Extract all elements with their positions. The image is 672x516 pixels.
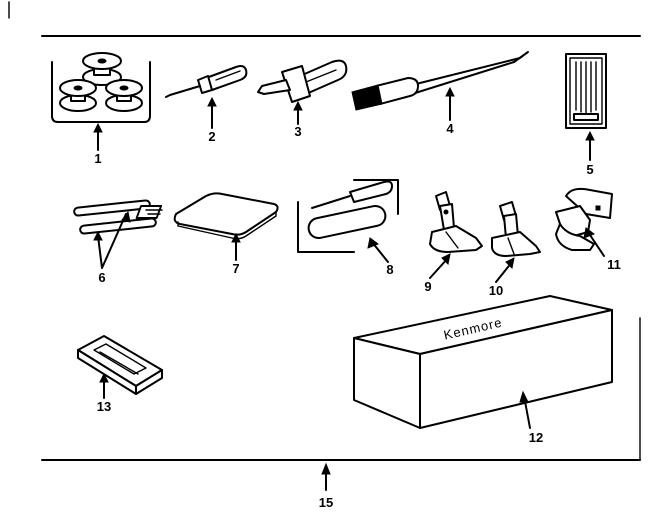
leader-arrow-15 [321,462,331,475]
part-number-3: 3 [294,124,301,139]
part-number-9: 9 [424,279,431,294]
part-number-4: 4 [446,121,454,136]
leader-arrow-5 [585,130,595,141]
presser-foot-10 [491,201,541,257]
lint-brush [351,51,529,111]
throat-plate [135,192,279,240]
bobbins-tray [51,52,151,123]
tray-part [77,335,163,395]
seam-ripper-card [297,179,399,253]
part-number-1: 1 [94,151,101,166]
leader-arrow-7 [231,232,241,243]
part-number-12: 12 [529,430,543,445]
part-number-2: 2 [208,129,215,144]
part-number-5: 5 [586,162,593,177]
presser-foot-9 [429,191,483,253]
part-number-8: 8 [386,262,393,277]
part-number-11: 11 [607,257,621,272]
part-number-13: 13 [97,399,111,414]
leader-arrow-3 [293,100,303,111]
leader-arrow-12 [519,390,529,403]
leader-arrow-8 [367,237,380,249]
part-number-10: 10 [489,283,503,298]
leader-arrow-4 [445,86,455,97]
leader-arrow-6b [121,210,131,223]
small-screwdriver [165,65,248,98]
leader-arrow-2 [207,96,217,107]
leader-line-11 [587,231,605,257]
part-number-7: 7 [232,261,239,276]
leader-arrow-10 [505,257,515,270]
leader-arrow-6a [93,230,103,241]
part-number-15: 15 [319,495,333,510]
leader-arrow-13 [99,372,109,383]
leader-arrow-1 [93,122,103,133]
part-number-6: 6 [98,270,105,285]
needle-pack [565,53,607,129]
leader-lines-6 [97,213,127,269]
large-screwdriver [257,59,348,103]
presser-foot-11 [555,187,613,251]
leader-arrow-9 [441,253,451,266]
leader-arrow-11 [583,227,596,239]
accessory-box: Kenmore [353,295,613,429]
